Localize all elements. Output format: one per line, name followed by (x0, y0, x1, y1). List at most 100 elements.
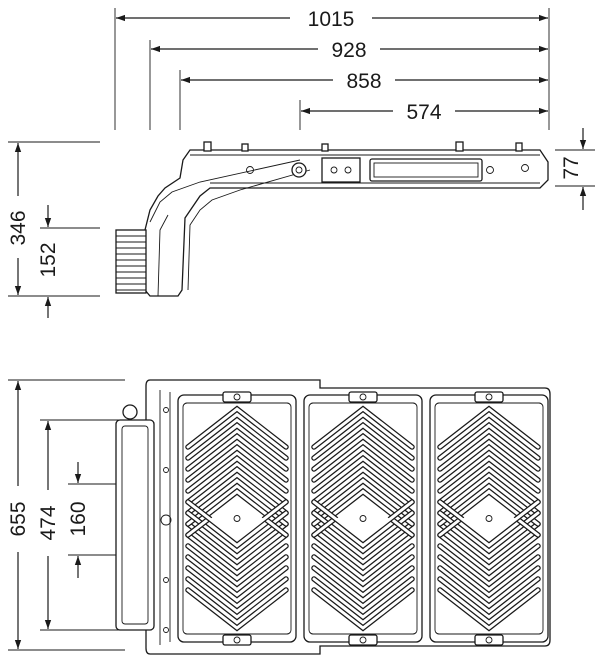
grille-bar-inner (312, 451, 414, 493)
bolt (233, 636, 241, 644)
grille-bar-inner (186, 544, 288, 586)
grille-bar-inner (186, 522, 288, 564)
pivot-bolt-center (295, 166, 303, 174)
led-module (429, 391, 549, 646)
mounting-bracket-inner (121, 425, 149, 625)
module-clip-bottom (222, 634, 252, 646)
grille-bar-inner (186, 533, 288, 575)
grille-bar-inner (438, 429, 540, 471)
dim-label-858: 858 (346, 70, 381, 93)
grille-bar-inner (312, 588, 414, 630)
grille-bar-inner (186, 440, 288, 482)
grille-bar-inner (186, 418, 288, 460)
grille-bar-inner (438, 555, 540, 597)
module-grille (185, 405, 289, 632)
frame-mask (305, 405, 311, 632)
dim-label-77: 77 (560, 156, 583, 179)
label-plate (369, 158, 483, 182)
grille-bar-inner (438, 418, 540, 460)
frame-mask (541, 405, 547, 632)
top-dimensions: 1015 928 858 574 (114, 8, 550, 130)
module-grille (437, 405, 541, 632)
module-center (463, 496, 515, 541)
grille-bar-inner (186, 555, 288, 597)
grille-bar-inner (438, 566, 540, 608)
grille-bar-inner (312, 533, 414, 575)
bolt (163, 407, 169, 413)
module-clip-bottom (474, 634, 504, 646)
stud (321, 143, 329, 152)
grille-bar-inner (312, 407, 414, 449)
led-module (303, 391, 423, 646)
grille-bar-inner (312, 555, 414, 597)
left-dimensions-top-view: 655 474 160 (7, 379, 125, 651)
grille-bar-inner (186, 451, 288, 493)
frame-mask (415, 405, 421, 632)
grille-bar-inner (312, 522, 414, 564)
grille-bar-inner (186, 588, 288, 630)
frame-mask (431, 405, 437, 632)
side-view-body (144, 149, 549, 297)
stud (241, 143, 249, 152)
bolt (359, 393, 367, 401)
dim-label-160: 160 (67, 501, 90, 536)
grille-bar-inner (186, 462, 288, 504)
bolt (163, 467, 169, 473)
arm-contour (149, 159, 301, 223)
center-bolt (160, 514, 172, 526)
bolt (246, 166, 254, 174)
grille-bar-inner (312, 544, 414, 586)
module-center-bolt (359, 515, 367, 522)
grille-bar-inner (186, 429, 288, 471)
grille-bar-inner (312, 418, 414, 460)
module-center (211, 496, 263, 541)
grille-bar-inner (438, 544, 540, 586)
grille-bar-inner (186, 566, 288, 608)
module-center-bolt (233, 515, 241, 522)
stud (515, 142, 523, 152)
pivot-bolt (291, 162, 307, 178)
led-modules (177, 391, 549, 646)
module-frame-inner-edge (434, 402, 544, 635)
grille-bar-inner (312, 440, 414, 482)
bolt (359, 636, 367, 644)
frame-mask (289, 405, 295, 632)
bolt (163, 627, 169, 633)
connector-box (321, 157, 361, 183)
module-clip-bottom (348, 634, 378, 646)
connector-symbol (330, 166, 338, 174)
mounting-bracket (115, 419, 155, 631)
module-frame-inner-edge (182, 402, 292, 635)
module-grille (311, 405, 415, 632)
grille-bar-inner (438, 407, 540, 449)
module-center-bolt (485, 515, 493, 522)
grille-bar-inner (438, 522, 540, 564)
bolt (521, 164, 529, 172)
grille-bar-inner (186, 407, 288, 449)
bolt (485, 393, 493, 401)
arm-contour (157, 214, 169, 297)
grille-bar-inner (186, 577, 288, 619)
grille-bar-inner (312, 429, 414, 471)
bolt (486, 166, 494, 174)
grille-bar-inner (438, 577, 540, 619)
grille-bar-inner (312, 577, 414, 619)
grille-bar-inner (186, 473, 288, 515)
module-clip-top (222, 391, 252, 403)
grille-bar-inner (438, 588, 540, 630)
stud (203, 141, 212, 152)
bolt (233, 393, 241, 401)
dim-label-152: 152 (37, 242, 60, 277)
arm-contour (187, 169, 311, 291)
grille-bar-inner (438, 533, 540, 575)
module-frame-inner-edge (308, 402, 418, 635)
heat-sink (115, 229, 147, 294)
bracket-knob (122, 404, 138, 420)
right-dimension-77: 77 (555, 128, 595, 210)
label-plate-inner (373, 162, 479, 178)
module-clip-top (474, 391, 504, 403)
dim-label-574: 574 (406, 101, 441, 124)
bolt (163, 577, 169, 583)
grille-bar-inner (312, 566, 414, 608)
grille-bar-inner (312, 473, 414, 515)
